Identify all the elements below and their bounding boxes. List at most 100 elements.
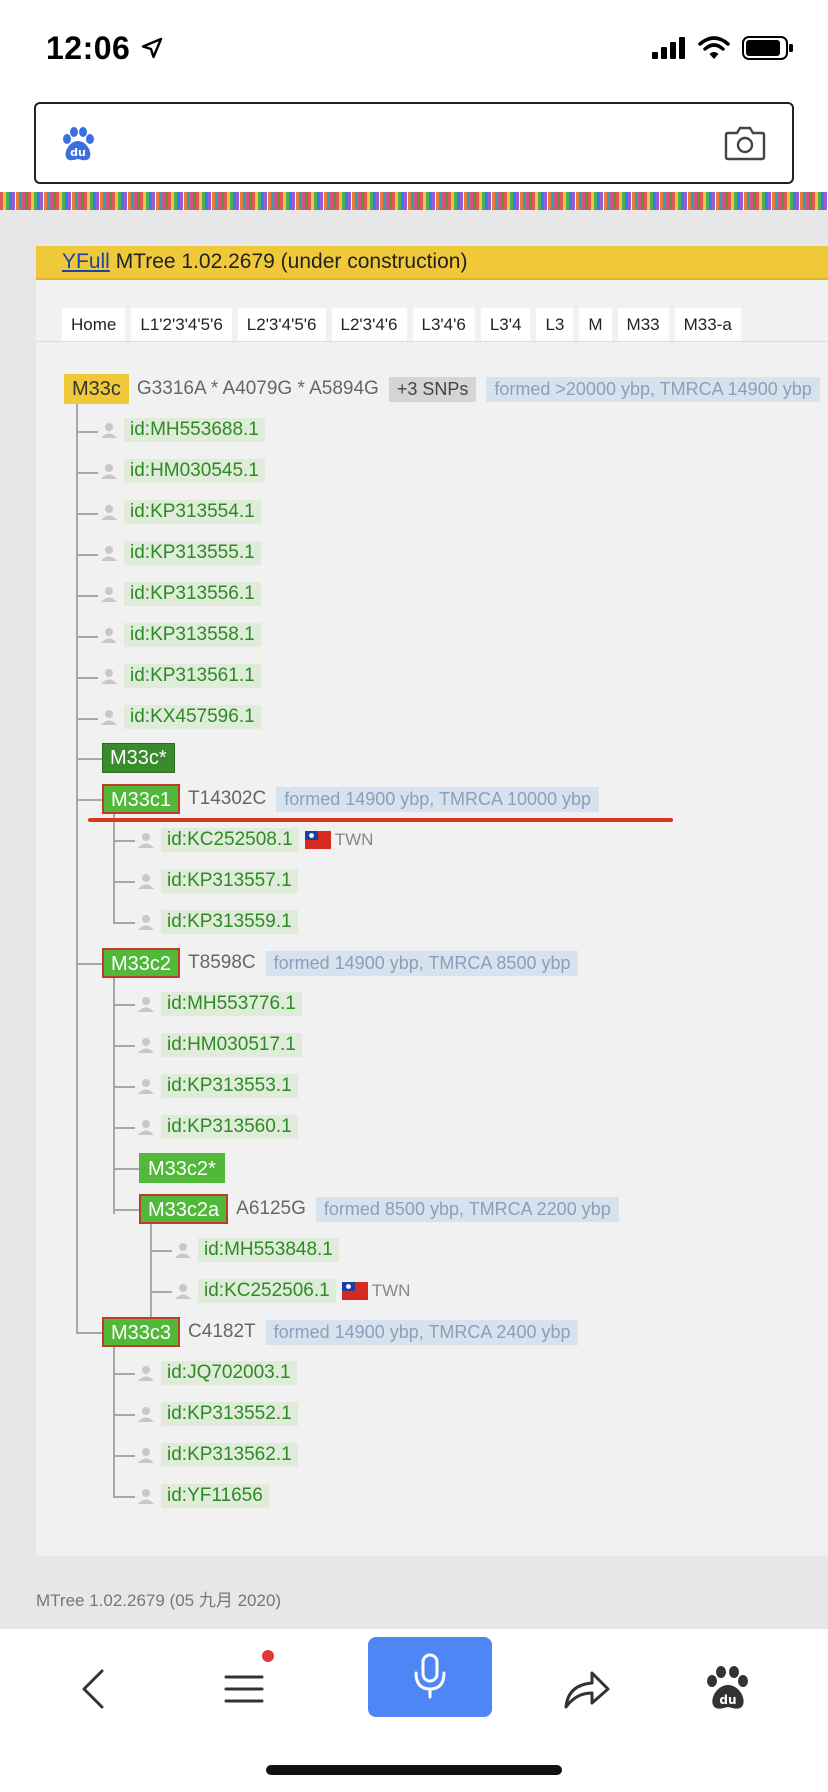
tree-line (76, 677, 98, 679)
tree-line (76, 513, 98, 515)
tree-line (76, 404, 78, 1334)
age-info: formed 14900 ybp, TMRCA 8500 ybp (265, 950, 579, 976)
sample-id[interactable]: id:MH553848.1 (198, 1238, 339, 1262)
snp-list: G3316A * A4079G * A5894G (136, 378, 379, 399)
sample-row: id:KP313553.1 (137, 1072, 298, 1100)
highlight-underline (88, 818, 673, 822)
tree-line (113, 1127, 135, 1129)
node-m33c2a: M33c2a A6125G formed 8500 ybp, TMRCA 220… (139, 1194, 619, 1224)
yfull-link[interactable]: YFull (62, 250, 110, 273)
haplogroup-m33c2-star[interactable]: M33c2* (139, 1153, 225, 1183)
person-icon (101, 669, 117, 684)
page-title-bar: YFull MTree 1.02.2679 (under constructio… (36, 246, 828, 280)
tree-line (76, 595, 98, 597)
sample-id[interactable]: id:YF11656 (161, 1484, 269, 1508)
sample-id[interactable]: id:KP313562.1 (161, 1443, 298, 1467)
battery-icon (742, 36, 793, 60)
voice-search-button[interactable] (368, 1637, 492, 1717)
tree-line (113, 1373, 135, 1375)
person-icon (175, 1243, 191, 1258)
sample-row: id:KP313562.1 (137, 1441, 298, 1469)
bottom-toolbar: du (0, 1628, 828, 1792)
tab-l2-l6[interactable]: L2'3'4'5'6 (237, 308, 326, 341)
search-input[interactable] (116, 114, 716, 172)
sample-row: id:KP313557.1 (137, 867, 298, 895)
tree-line (76, 636, 98, 638)
camera-icon[interactable] (724, 124, 766, 162)
age-info: formed 14900 ybp, TMRCA 2400 ybp (265, 1319, 579, 1345)
person-icon (101, 628, 117, 643)
snp-list: T8598C (188, 952, 256, 973)
sample-row: id:MH553688.1 (100, 416, 265, 444)
person-icon (138, 874, 154, 889)
svg-text:du: du (70, 146, 86, 159)
person-icon (138, 1079, 154, 1094)
node-m33c: M33c G3316A * A4079G * A5894G +3 SNPs fo… (64, 374, 820, 404)
haplogroup-m33c[interactable]: M33c (64, 374, 129, 404)
snp-list: C4182T (188, 1321, 256, 1342)
age-info: formed 14900 ybp, TMRCA 10000 ybp (276, 786, 600, 812)
tree-line (113, 1086, 135, 1088)
node-m33c2: M33c2 T8598C formed 14900 ybp, TMRCA 850… (102, 948, 579, 978)
tab-m33[interactable]: M33 (617, 308, 669, 341)
haplogroup-m33c3[interactable]: M33c3 (102, 1317, 181, 1347)
sample-id[interactable]: id:KP313554.1 (124, 500, 261, 524)
person-icon (101, 710, 117, 725)
tab-m[interactable]: M (579, 308, 612, 341)
status-time: 12:06 (46, 30, 131, 66)
sample-id[interactable]: id:KP313557.1 (161, 869, 298, 893)
tree-line (76, 472, 98, 474)
sample-id[interactable]: id:KC252506.1 (198, 1279, 336, 1303)
search-bar[interactable]: du (34, 102, 794, 184)
tab-l1-l6[interactable]: L1'2'3'4'5'6 (131, 308, 232, 341)
person-icon (138, 833, 154, 848)
tree-line (76, 554, 98, 556)
sample-row: id:KP313555.1 (100, 539, 261, 567)
haplogroup-m33c2[interactable]: M33c2 (102, 948, 181, 978)
tree-line (113, 1004, 135, 1006)
sample-id[interactable]: id:KP313552.1 (161, 1402, 298, 1426)
tree-line (113, 790, 115, 923)
share-icon[interactable] (544, 1657, 624, 1721)
sample-id[interactable]: id:MH553776.1 (161, 992, 302, 1016)
person-icon (138, 1407, 154, 1422)
tree-line (113, 840, 135, 842)
tab-l3-l4-l6[interactable]: L3'4'6 (412, 308, 475, 341)
menu-icon[interactable] (204, 1657, 284, 1721)
age-info: formed >20000 ybp, TMRCA 14900 ybp (486, 376, 820, 402)
sample-id[interactable]: id:KP313555.1 (124, 541, 261, 565)
sample-id[interactable]: id:MH553688.1 (124, 418, 265, 442)
sample-id[interactable]: id:KP313558.1 (124, 623, 261, 647)
back-icon[interactable] (56, 1657, 136, 1721)
tab-home[interactable]: Home (62, 308, 126, 341)
sample-id[interactable]: id:KX457596.1 (124, 705, 261, 729)
sample-id[interactable]: id:KC252508.1 (161, 828, 299, 852)
more-snps-button[interactable]: +3 SNPs (388, 376, 477, 402)
tab-l3[interactable]: L3 (536, 308, 574, 341)
tab-l2-l3-l4-l6[interactable]: L2'3'4'6 (331, 308, 407, 341)
tab-m33-a[interactable]: M33-a (674, 308, 741, 341)
tree-line (150, 1250, 172, 1252)
haplogroup-m33c2a[interactable]: M33c2a (139, 1194, 229, 1224)
signal-icon (652, 37, 685, 59)
snp-list: T14302C (188, 788, 267, 809)
sample-id[interactable]: id:KP313559.1 (161, 910, 298, 934)
sample-id[interactable]: id:HM030517.1 (161, 1033, 302, 1057)
person-icon (101, 587, 117, 602)
sample-id[interactable]: id:KP313560.1 (161, 1115, 298, 1139)
tree-line (76, 1332, 102, 1334)
person-icon (138, 1489, 154, 1504)
tab-l3-l4[interactable]: L3'4 (480, 308, 531, 341)
sample-row: id:KP313554.1 (100, 498, 261, 526)
haplogroup-m33c1[interactable]: M33c1 (102, 784, 181, 814)
sample-id[interactable]: id:KP313553.1 (161, 1074, 298, 1098)
status-bar: 12:06 (0, 0, 828, 96)
microphone-icon (414, 1653, 446, 1699)
sample-id[interactable]: id:JQ702003.1 (161, 1361, 297, 1385)
sample-id[interactable]: id:KP313561.1 (124, 664, 261, 688)
home-indicator[interactable] (266, 1765, 562, 1775)
sample-id[interactable]: id:HM030545.1 (124, 459, 265, 483)
haplogroup-m33c-star[interactable]: M33c* (102, 743, 175, 773)
baidu-home-icon[interactable]: du (688, 1657, 768, 1721)
sample-id[interactable]: id:KP313556.1 (124, 582, 261, 606)
